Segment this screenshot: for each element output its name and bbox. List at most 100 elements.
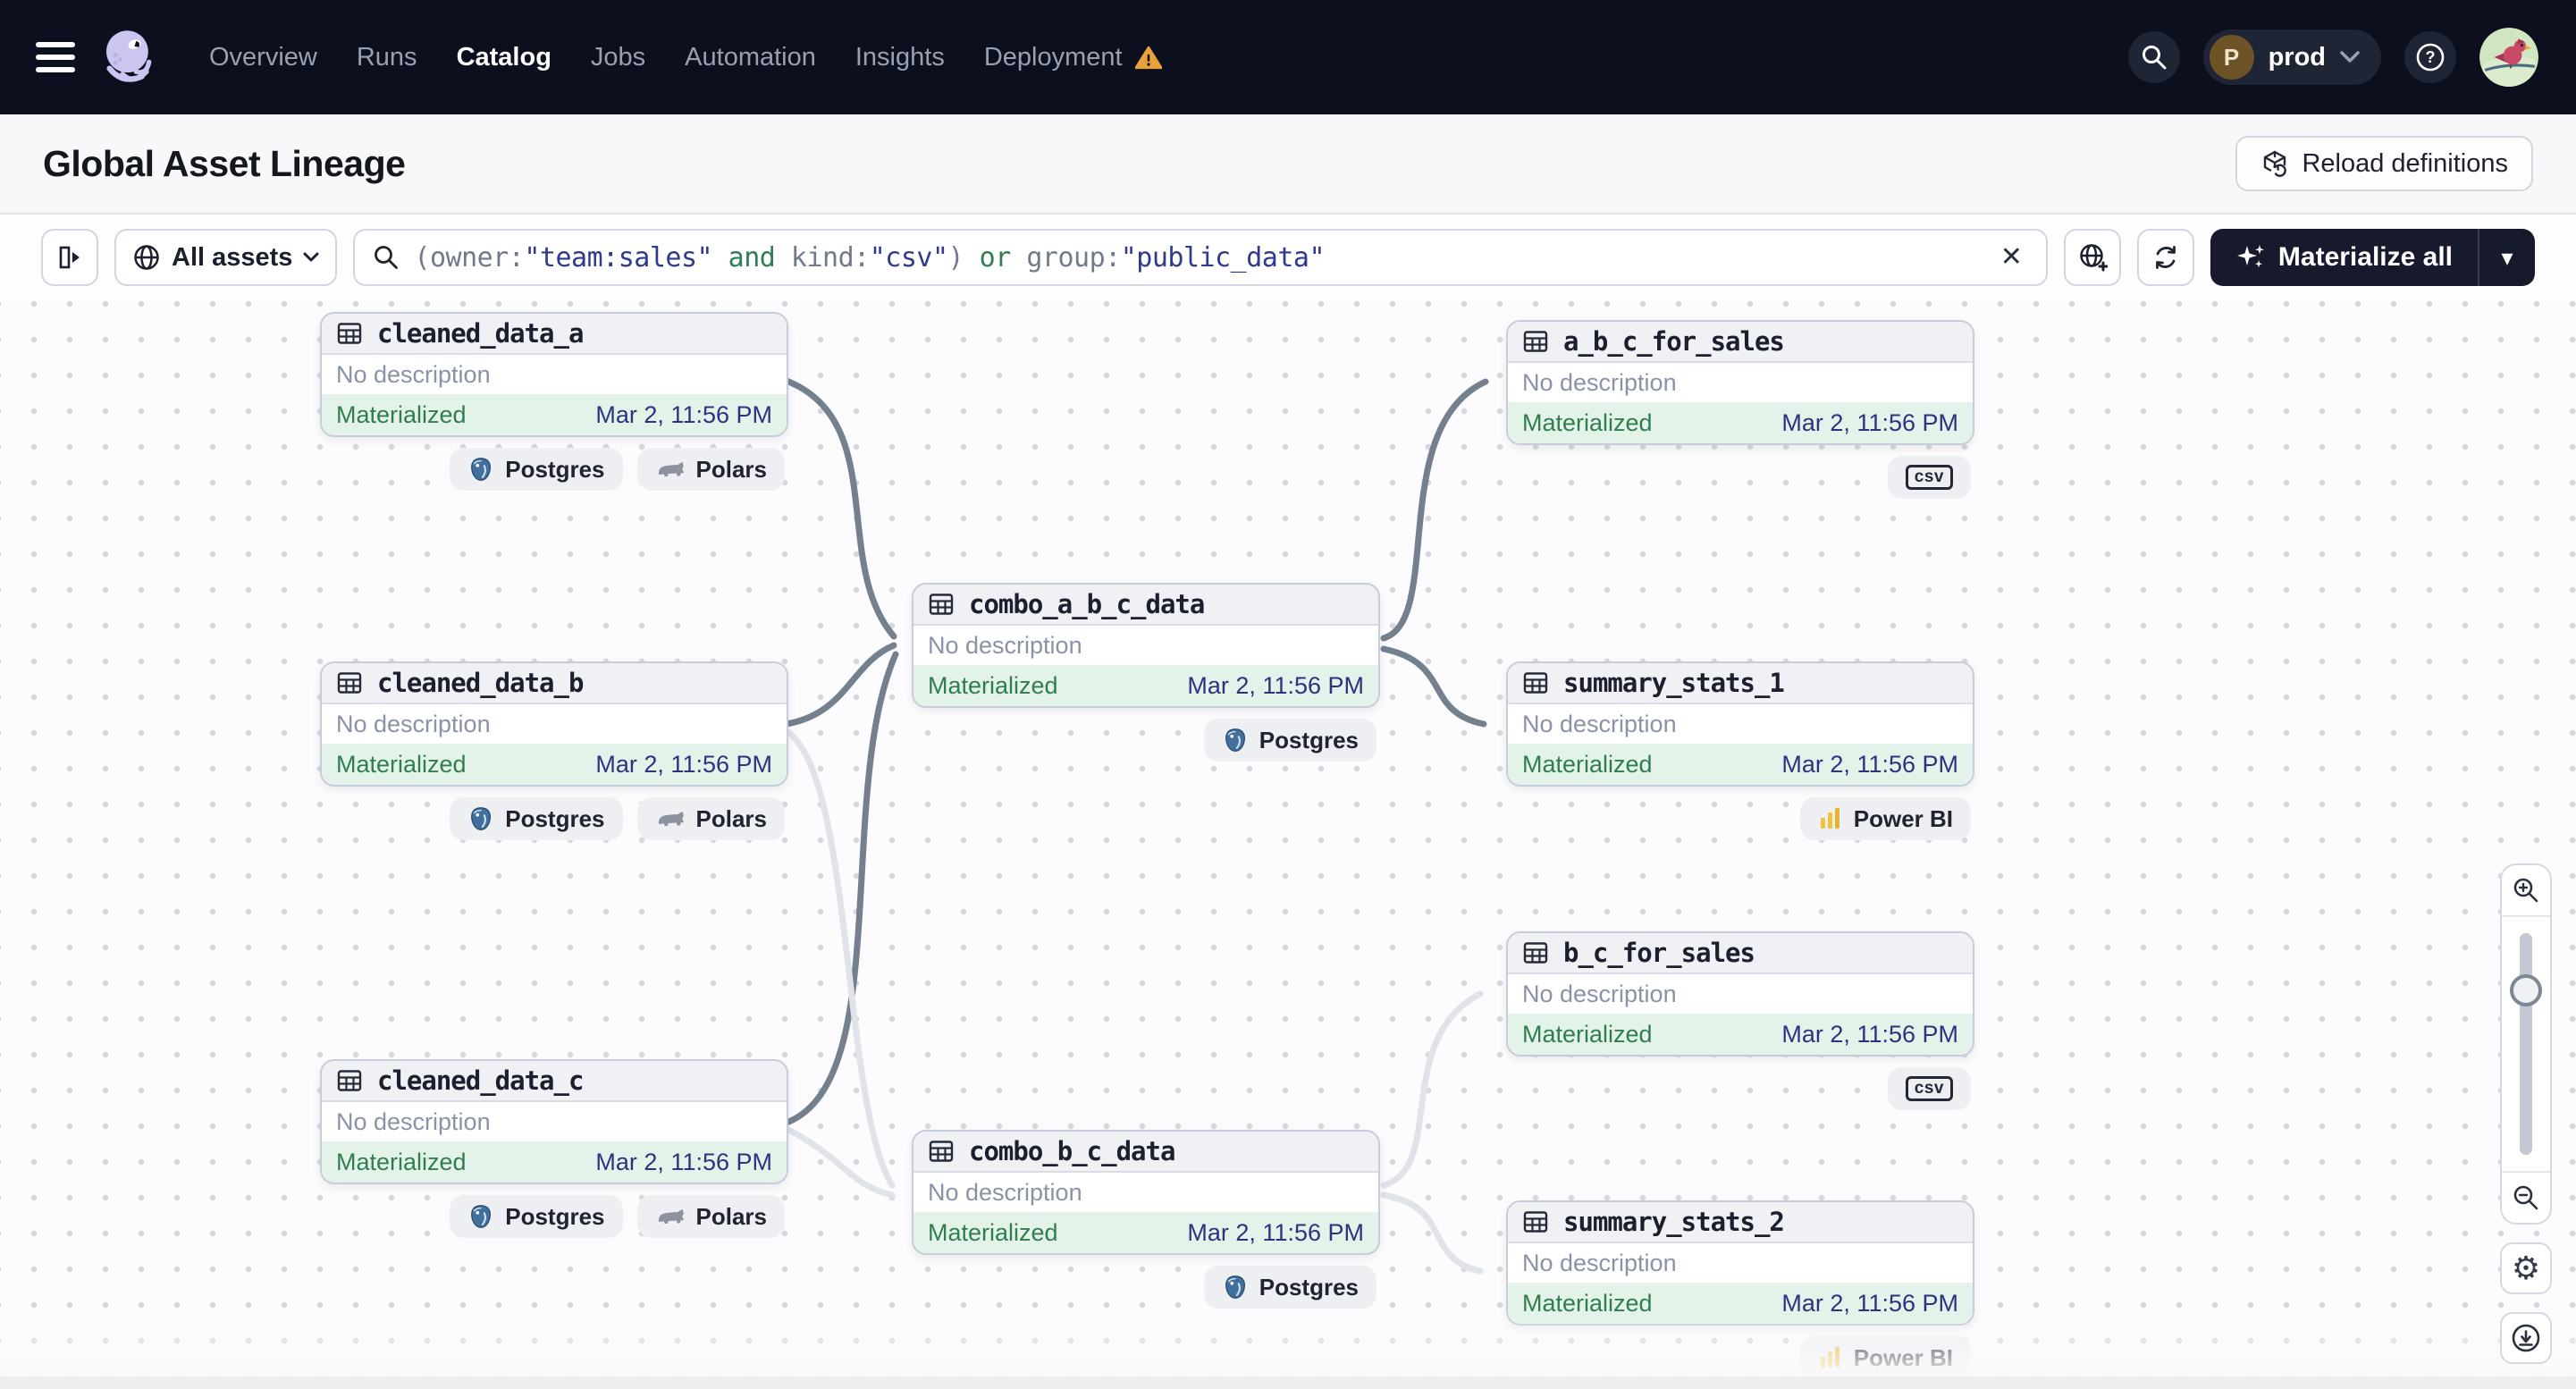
materialize-all-button[interactable]: Materialize all bbox=[2210, 229, 2478, 286]
materialization-timestamp[interactable]: Mar 2, 11:56 PM bbox=[595, 750, 772, 778]
nav-item-label: Runs bbox=[356, 42, 417, 72]
page-header: Global Asset Lineage Reload definitions bbox=[0, 114, 2576, 215]
asset-name: combo_a_b_c_data bbox=[969, 589, 1205, 619]
dagster-logo[interactable] bbox=[98, 25, 163, 89]
kind-badge-postgres[interactable]: Postgres bbox=[1203, 1266, 1376, 1309]
materialization-timestamp[interactable]: Mar 2, 11:56 PM bbox=[1187, 671, 1364, 699]
deployment-initial-badge: P bbox=[2209, 35, 2254, 80]
horizontal-scrollbar[interactable] bbox=[0, 1376, 2576, 1389]
kind-badge-postgres[interactable]: Postgres bbox=[450, 1195, 623, 1238]
filter-scope-button[interactable] bbox=[2063, 229, 2121, 286]
kind-badge-postgres[interactable]: Postgres bbox=[450, 797, 623, 840]
status-badge: Materialized bbox=[928, 1218, 1058, 1246]
kind-badge-powerbi[interactable]: Power BI bbox=[1799, 1336, 1971, 1379]
asset-kind-badges: csv bbox=[1506, 1067, 1971, 1110]
kind-badge-polars[interactable]: Polars bbox=[636, 797, 785, 840]
materialization-timestamp[interactable]: Mar 2, 11:56 PM bbox=[1781, 1289, 1958, 1317]
kind-badge-polars[interactable]: Polars bbox=[636, 1195, 785, 1238]
clear-search-button[interactable]: ✕ bbox=[1995, 243, 2028, 272]
refresh-button[interactable] bbox=[2136, 229, 2194, 286]
status-badge: Materialized bbox=[1522, 750, 1653, 778]
open-sidebar-button[interactable] bbox=[41, 229, 98, 286]
query-segment: or bbox=[964, 241, 1027, 274]
edge-cleaned_data_b-to-combo_b_c_data bbox=[783, 728, 896, 1189]
asset-kind-badges: csv bbox=[1506, 456, 1971, 499]
asset-description: No description bbox=[322, 355, 787, 394]
kind-badge-csv[interactable]: csv bbox=[1887, 456, 1971, 499]
materialization-timestamp[interactable]: Mar 2, 11:56 PM bbox=[1187, 1218, 1364, 1246]
asset-name: cleaned_data_b bbox=[377, 668, 584, 698]
help-button[interactable]: ? bbox=[2404, 31, 2456, 83]
materialization-timestamp[interactable]: Mar 2, 11:56 PM bbox=[595, 400, 772, 428]
edge-combo_b_c_data-to-summary_stats_2 bbox=[1380, 1191, 1484, 1275]
nav-item-overview[interactable]: Overview bbox=[209, 43, 317, 72]
asset-status-row: Materialized Mar 2, 11:56 PM bbox=[913, 1212, 1378, 1253]
kind-badge-polars[interactable]: Polars bbox=[636, 448, 785, 491]
hamburger-menu-icon[interactable] bbox=[36, 42, 75, 72]
kind-badge-label: Polars bbox=[695, 804, 768, 832]
query-segment: "csv" bbox=[869, 241, 948, 274]
nav-item-runs[interactable]: Runs bbox=[357, 43, 417, 72]
materialize-options-button[interactable]: ▾ bbox=[2478, 229, 2535, 286]
asset-description: No description bbox=[913, 1173, 1378, 1212]
asset-description: No description bbox=[913, 626, 1378, 665]
zoom-slider-knob[interactable] bbox=[2510, 974, 2542, 1006]
materialization-timestamp[interactable]: Mar 2, 11:56 PM bbox=[1781, 408, 1958, 436]
zoom-in-icon bbox=[2513, 878, 2538, 903]
nav-item-insights[interactable]: Insights bbox=[855, 43, 945, 72]
kind-badge-label: Power BI bbox=[1853, 804, 1953, 832]
materialization-timestamp[interactable]: Mar 2, 11:56 PM bbox=[595, 1148, 772, 1175]
kind-badge-postgres[interactable]: Postgres bbox=[1203, 719, 1376, 762]
nav-item-jobs[interactable]: Jobs bbox=[591, 43, 645, 72]
nav-item-catalog[interactable]: Catalog bbox=[457, 43, 551, 72]
nav-item-label: Automation bbox=[685, 42, 816, 72]
postgres-icon bbox=[471, 458, 492, 481]
zoom-slider[interactable] bbox=[2502, 917, 2550, 1171]
zoom-in-button[interactable] bbox=[2502, 865, 2550, 917]
materialize-all-label: Materialize all bbox=[2277, 242, 2453, 272]
kind-badge-postgres[interactable]: Postgres bbox=[450, 448, 623, 491]
nav-item-label: Catalog bbox=[456, 42, 551, 72]
top-nav-bar: Overview Runs Catalog Jobs Automation Insight… bbox=[0, 0, 2576, 114]
deployment-switcher[interactable]: P prod bbox=[2202, 29, 2381, 85]
asset-description: No description bbox=[1508, 363, 1973, 402]
materialization-timestamp[interactable]: Mar 2, 11:56 PM bbox=[1781, 1020, 1958, 1048]
asset-kind-badges: Postgres Polars bbox=[320, 1195, 785, 1238]
gear-icon: ⚙ bbox=[2511, 1250, 2541, 1286]
nav-item-label: Jobs bbox=[590, 42, 646, 72]
asset-name: a_b_c_for_sales bbox=[1563, 326, 1785, 357]
zoom-slider-track[interactable] bbox=[2520, 933, 2532, 1155]
kind-badge-powerbi[interactable]: Power BI bbox=[1799, 797, 1971, 840]
kind-badge-csv[interactable]: csv bbox=[1887, 1067, 1971, 1110]
table-icon bbox=[1523, 1211, 1548, 1233]
materialization-timestamp[interactable]: Mar 2, 11:56 PM bbox=[1781, 750, 1958, 778]
asset-search-input[interactable]: (owner:"team:sales" and kind:"csv") or g… bbox=[353, 229, 2048, 286]
asset-scope-dropdown[interactable]: All assets bbox=[114, 229, 338, 286]
edge-combo_a_b_c_data-to-summary_stats_1 bbox=[1380, 645, 1487, 728]
graph-settings-button[interactable]: ⚙ bbox=[2500, 1242, 2552, 1294]
reload-definitions-button[interactable]: Reload definitions bbox=[2235, 136, 2533, 191]
powerbi-icon bbox=[1820, 1347, 1839, 1368]
search-button[interactable] bbox=[2127, 31, 2180, 83]
nav-item-deployment[interactable]: Deployment bbox=[984, 43, 1162, 72]
zoom-out-button[interactable] bbox=[2502, 1171, 2550, 1223]
nav-item-automation[interactable]: Automation bbox=[685, 43, 816, 72]
user-avatar[interactable] bbox=[2479, 28, 2538, 87]
svg-text:?: ? bbox=[2426, 48, 2436, 66]
download-image-button[interactable] bbox=[2500, 1312, 2552, 1364]
table-icon bbox=[337, 672, 362, 694]
zoom-control-panel bbox=[2500, 863, 2552, 1225]
